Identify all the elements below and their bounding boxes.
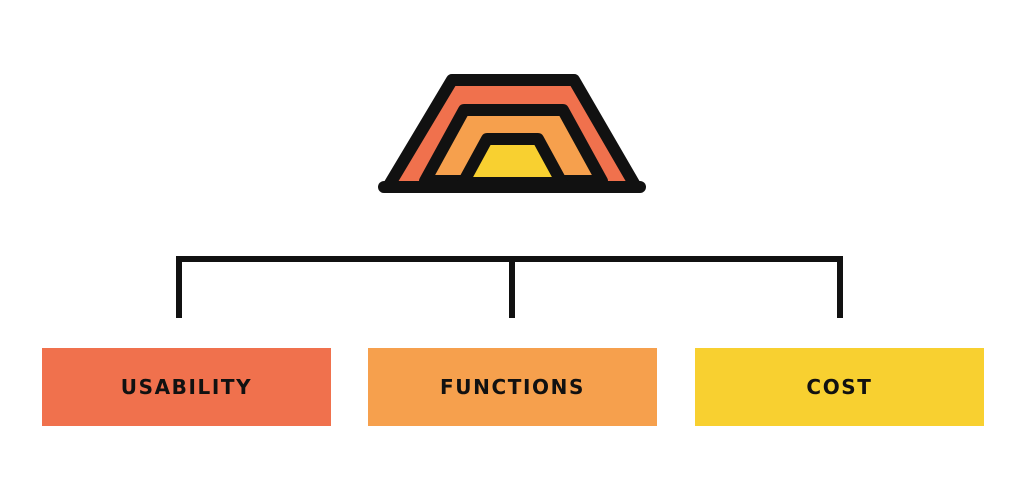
cost-box: COST <box>695 348 984 426</box>
inner-band <box>457 133 568 189</box>
functions-box: FUNCTIONS <box>368 348 657 426</box>
cost-label: COST <box>806 375 873 399</box>
layered-trapezoid-icon <box>378 74 646 193</box>
functions-label: FUNCTIONS <box>440 375 585 399</box>
usability-label: USABILITY <box>120 375 253 399</box>
usability-box: USABILITY <box>42 348 331 426</box>
